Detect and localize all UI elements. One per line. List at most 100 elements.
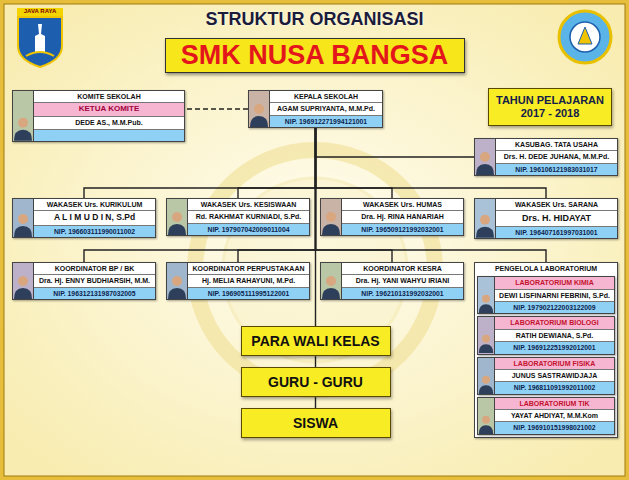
- connector: [84, 128, 316, 262]
- photo-body: [14, 226, 32, 237]
- staff-number: NIP. 196905111995122001: [188, 288, 309, 299]
- person-photo: [249, 91, 269, 127]
- photo-body: [476, 227, 494, 238]
- photo-frame: [167, 199, 188, 235]
- card-body: WAKASEK Urs. HUMASDra. Hj. RINA HANARIAH…: [342, 199, 463, 235]
- person-photo: [478, 358, 494, 394]
- staff-number: NIP. 196407161997031001: [496, 227, 617, 238]
- photo-frame: [13, 263, 34, 299]
- photo-head: [326, 276, 336, 286]
- staff-number: NIP. 196312131987032005: [34, 288, 155, 299]
- lab-box: LABORATORIUM KIMIADEWI LISFINARNI FEBRIN…: [477, 276, 615, 314]
- connector: [316, 128, 393, 262]
- photo-body: [322, 224, 340, 235]
- person-name: YAYAT AHDIYAT, M.M.Kom: [495, 410, 614, 422]
- photo-frame: [478, 358, 495, 394]
- role-title: KETUA KOMITE: [34, 103, 184, 117]
- card-body: KEPALA SEKOLAHAGAM SUPRIYANTA, M.M.Pd.NI…: [270, 91, 382, 127]
- role-heading: KOMITE SEKOLAH: [34, 91, 184, 103]
- connector: [315, 128, 316, 326]
- staff-number: NIP. 196106121983031017: [496, 164, 617, 175]
- connector: [238, 128, 316, 198]
- person-photo: [475, 139, 495, 175]
- year-box: TAHUN PELAJARAN 2017 - 2018: [488, 88, 612, 126]
- card-body: WAKASEK Urs. KURIKULUMA L I M U D I N, S…: [34, 199, 155, 237]
- person-photo: [167, 263, 187, 299]
- person-name: AGAM SUPRIYANTA, M.M.Pd.: [270, 103, 382, 115]
- photo-frame: [478, 277, 495, 313]
- staff-number: NIP. 196912271994121001: [270, 116, 382, 127]
- person-photo: [478, 277, 494, 313]
- logo-shield: [18, 17, 62, 67]
- person-photo: [321, 263, 341, 299]
- person-name: RATIH DEWIANA, S.Pd.: [495, 330, 614, 342]
- person-name: JUNUS SASTRAWIDJAJA: [495, 370, 614, 382]
- role-heading: KEPALA SEKOLAH: [270, 91, 382, 103]
- photo-head: [172, 276, 182, 286]
- photo-body: [250, 116, 268, 127]
- photo-head: [482, 295, 490, 303]
- photo-frame: [478, 398, 495, 434]
- school-banner: SMK NUSA BANGSA: [165, 38, 465, 73]
- principal-box: KEPALA SEKOLAHAGAM SUPRIYANTA, M.M.Pd.NI…: [248, 90, 383, 128]
- role-heading: WAKASEK Urs. KURIKULUM: [34, 199, 155, 211]
- photo-body: [479, 305, 493, 314]
- photo-body: [322, 288, 340, 299]
- deputy-box: WAKASEK Urs. SARANADrs. H. HIDAYATNIP. 1…: [474, 198, 618, 239]
- staff-number: NIP. 196811091992011002: [495, 382, 614, 393]
- person-name: A L I M U D I N, S.Pd: [34, 211, 155, 225]
- person-name: Drs. H. DEDE JUHANA, M.M.Pd.: [496, 151, 617, 163]
- coordinator-box: KOORDINATOR BP / BKDra. Hj. ENNY BUDHIAR…: [12, 262, 156, 300]
- photo-head: [480, 152, 490, 162]
- photo-head: [254, 104, 264, 114]
- coordinator-box: KOORDINATOR KESRADra. Hj. YANI WAHYU IRI…: [320, 262, 464, 300]
- photo-head: [18, 118, 28, 128]
- photo-frame: [321, 199, 342, 235]
- person-photo: [13, 91, 33, 141]
- card-body: WAKASEK Urs. KESISWAANRd. RAKHMAT KURNIA…: [188, 199, 309, 235]
- role-heading: KASUBAG. TATA USAHA: [496, 139, 617, 151]
- card-body: WAKASEK Urs. SARANADrs. H. HIDAYATNIP. 1…: [496, 199, 617, 238]
- lab-box: LABORATORIUM FISIKAJUNUS SASTRAWIDJAJANI…: [477, 357, 615, 395]
- level-box: PARA WALI KELAS: [241, 326, 391, 356]
- connector: [315, 397, 316, 408]
- photo-body: [168, 288, 186, 299]
- coordinator-box: KOORDINATOR PERPUSTAKAANHj. MELIA RAHAYU…: [166, 262, 310, 300]
- role-heading: PENGELOLA LABORATORIUM: [477, 263, 615, 274]
- photo-frame: [167, 263, 188, 299]
- role-heading: WAKASEK Urs. KESISWAAN: [188, 199, 309, 211]
- person-photo: [13, 199, 33, 237]
- person-photo: [478, 398, 494, 434]
- photo-head: [480, 215, 490, 225]
- person-photo: [478, 317, 494, 353]
- card-body: KOORDINATOR PERPUSTAKAANHj. MELIA RAHAYU…: [188, 263, 309, 299]
- label-holder: JAVA RAYA: [17, 8, 63, 16]
- committee-box: KOMITE SEKOLAHKETUA KOMITEDEDE AS., M.M.…: [12, 90, 185, 142]
- person-photo: [321, 199, 341, 235]
- card-body: LABORATORIUM BIOLOGIRATIH DEWIANA, S.Pd.…: [495, 317, 614, 353]
- box-label: SISWA: [245, 414, 387, 432]
- lab-heading: LABORATORIUM TIK: [495, 398, 614, 410]
- logo-detail: [26, 52, 54, 56]
- logo-circle: [559, 11, 611, 63]
- photo-head: [172, 212, 182, 222]
- photo-frame: [478, 317, 495, 353]
- photo-head: [18, 276, 28, 286]
- staff-number: NIP. 196912251992012001: [495, 342, 614, 353]
- photo-frame: [13, 199, 34, 237]
- box-label: GURU - GURU: [245, 373, 387, 391]
- photo-body: [479, 385, 493, 394]
- card-body: KOORDINATOR BP / BKDra. Hj. ENNY BUDHIAR…: [34, 263, 155, 299]
- school-name: SMK NUSA BANGSA: [170, 40, 460, 71]
- card-body: KASUBAG. TATA USAHADrs. H. DEDE JUHANA, …: [496, 139, 617, 175]
- role-heading: KOORDINATOR PERPUSTAKAAN: [188, 263, 309, 275]
- deputy-box: WAKASEK Urs. HUMASDra. Hj. RINA HANARIAH…: [320, 198, 464, 236]
- person-name: DEDE AS., M.M.Pub.: [34, 117, 184, 129]
- logo-inner: [570, 22, 600, 52]
- photo-head: [482, 415, 490, 423]
- person-name: Hj. MELIA RAHAYUNI, M.Pd.: [188, 275, 309, 287]
- card-body: LABORATORIUM KIMIADEWI LISFINARNI FEBRIN…: [495, 277, 614, 313]
- connector: [315, 356, 316, 367]
